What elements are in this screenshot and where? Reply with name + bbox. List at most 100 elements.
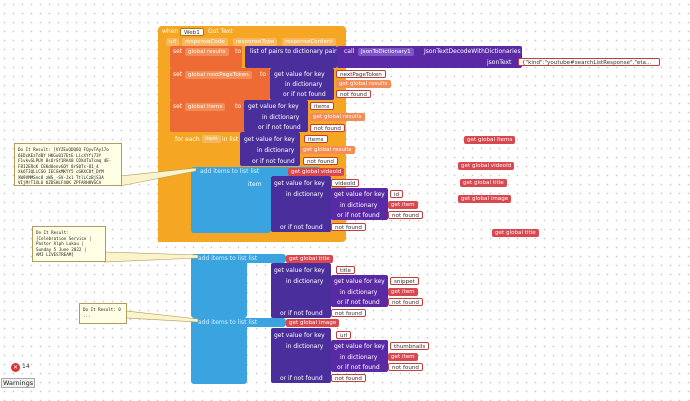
add-title-not-found[interactable]: not found [331,309,366,317]
set-items-set: set [173,103,183,110]
floating-get-title[interactable]: get global title [460,179,507,187]
items-gvk-block[interactable] [244,100,308,132]
add-image-list[interactable]: get global image [286,319,340,327]
add-title-gvk-block[interactable] [271,263,331,318]
list-to-dict-label: list of pairs to dictionary pairs [250,48,340,55]
add-title-get-item[interactable]: get item [388,288,418,296]
set-items-var[interactable]: global items [185,103,226,111]
add-image-or-not2: or if not found [337,364,380,371]
add-videoid-not-found2[interactable]: not found [388,211,423,219]
items-get-results[interactable]: get global results [310,113,365,121]
add-title-not-found2[interactable]: not found [388,298,423,306]
add-title-key2[interactable]: snippet [390,277,419,285]
event-when-label: when [162,28,179,35]
foreach-gvk-block[interactable] [240,132,300,166]
json-text-value[interactable]: {"kind":"youtube#searchListResponse","et… [518,58,660,66]
floating-get-var: global videoId [471,163,512,169]
add-image-item-label: item [248,333,262,340]
event-param-responsetype[interactable]: responseType [233,38,278,46]
list-to-dict-block[interactable] [245,46,337,68]
set-results-var[interactable]: global results [185,48,229,56]
add-image-key2[interactable]: thumbnails [390,342,430,350]
token-key-value[interactable]: nextPageToken [336,70,386,78]
error-icon: ✕ [11,363,20,372]
floating-get-videoid[interactable]: get global videoId [458,162,515,170]
add-videoid-gvk-block[interactable] [271,176,331,232]
add-videoid-key2[interactable]: id [390,190,404,198]
foreach-not-found[interactable]: not found [303,157,338,165]
floating-get-var: global title [505,230,536,236]
json-decode-call: call [344,48,355,55]
add-title-block[interactable] [191,254,247,318]
event-name-label: Got Text [208,28,233,35]
add-title-key[interactable]: title [336,266,355,274]
warnings-label[interactable]: Warnings [1,378,36,388]
items-key-value[interactable]: items [310,102,334,110]
set-results-set: set [173,48,183,55]
token-not-found[interactable]: not found [336,90,371,98]
add-title-in-dict2-label: in dictionary [340,289,378,296]
event-param-responsecontent[interactable]: responseContent [282,38,336,46]
add-image-get-item-var: item [401,354,415,360]
foreach-get-results[interactable]: get global results [300,146,355,154]
floating-get-label: get [461,196,471,202]
items-get-label: get [313,114,323,120]
event-param-url[interactable]: url [166,38,180,46]
add-videoid-key[interactable]: videoId [331,179,360,187]
add-videoid-get-item-label: get [391,202,401,208]
floating-get-title-2[interactable]: get global title [492,229,539,237]
foreach-key-value[interactable]: items [304,135,328,143]
token-gvk-block[interactable] [270,68,334,100]
add-image-in-dict2-label: in dictionary [340,354,378,361]
add-videoid-gvk-label: get value for key [274,180,325,187]
add-title-or-not: or if not found [280,310,323,317]
items-not-found[interactable]: not found [310,124,345,132]
add-videoid-or-not2: or if not found [337,212,380,219]
add-image-block[interactable] [191,318,247,384]
floating-get-label: get [461,163,471,169]
add-image-key[interactable]: url [336,331,352,339]
add-image-label: add items to list list [198,319,258,326]
do-it-result-note-1[interactable]: Do It Result: [VYZEuQDQ6Q FQyvTAy17o 6ED… [14,143,122,186]
floating-get-items[interactable]: get global items [464,136,516,144]
add-videoid-header [191,167,321,176]
add-title-label: add items to list list [198,255,258,262]
floating-get-var: global image [471,196,509,202]
token-gvk-label: get value for key [274,71,325,78]
items-in-dict-label: in dictionary [262,114,300,121]
json-decode-method: JsonTextDecodeWithDictionaries [424,48,521,55]
add-videoid-list[interactable]: get global videoId [288,168,345,176]
add-image-inner-gvk[interactable] [331,340,388,372]
add-image-get-label: get [289,320,299,326]
event-component-dropdown[interactable]: Web1 [180,28,204,36]
foreach-item-var[interactable]: item [202,135,221,143]
add-videoid-inner-gvk[interactable] [331,188,388,220]
json-decode-component[interactable]: JsonToDictionary1 [358,48,414,56]
add-title-gvk-label: get value for key [274,267,325,274]
foreach-get-var: global results [313,147,352,153]
do-it-result-note-3[interactable]: Do It Result: 0 ... [79,303,127,324]
json-text-label: jsonText [487,59,512,66]
warnings-indicator[interactable]: ✕ 14 Warnings [0,360,40,400]
do-it-result-note-2[interactable]: Do It Result: [Celebration Service | Pas… [32,226,106,262]
floating-get-image[interactable]: get global image [458,195,512,203]
floating-get-label: get [467,137,477,143]
add-image-get-item[interactable]: get item [388,353,418,361]
event-do-strip [158,46,170,242]
add-videoid-item-label: item [248,181,262,188]
add-videoid-get-item[interactable]: get item [388,201,418,209]
set-token-var[interactable]: global nextPageToken [185,71,252,79]
add-image-not-found[interactable]: not found [331,374,366,382]
token-get-results[interactable]: get global results [336,80,391,88]
add-image-gvk-block[interactable] [271,328,331,383]
floating-get-var: global title [473,180,504,186]
add-videoid-get-label: get [291,169,301,175]
add-image-not-found2[interactable]: not found [388,363,423,371]
add-title-list[interactable]: get global title [286,255,333,263]
add-videoid-not-found[interactable]: not found [331,223,366,231]
event-param-responsecode[interactable]: responseCode [182,38,228,46]
add-title-inner-gvk[interactable] [331,275,388,307]
add-videoid-block[interactable] [191,167,271,233]
add-videoid-gvk2-label: get value for key [334,191,385,198]
add-videoid-in-dict2-label: in dictionary [340,202,378,209]
